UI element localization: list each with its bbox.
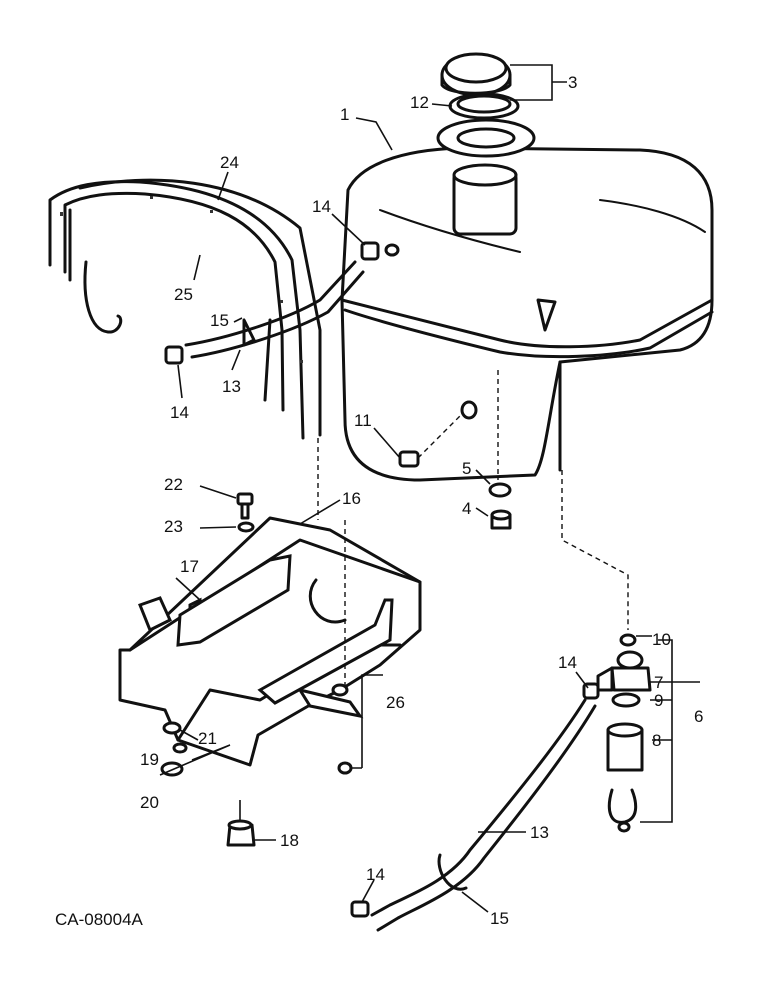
leader-lines bbox=[159, 64, 700, 913]
callout-15: 15 bbox=[490, 909, 509, 928]
bolt-22 bbox=[236, 492, 254, 520]
callout-19: 19 bbox=[140, 750, 159, 769]
clamp-upper-right bbox=[360, 241, 400, 261]
washer-23 bbox=[237, 521, 255, 533]
callout-13: 13 bbox=[222, 377, 241, 396]
callout-labels: 1 3 12 24 25 14 15 14 13 11 5 4 22 16 23… bbox=[140, 73, 703, 928]
callout-16: 16 bbox=[342, 489, 361, 508]
tank-strap bbox=[48, 178, 322, 440]
callout-9: 9 bbox=[654, 691, 663, 710]
filler-neck bbox=[452, 163, 518, 236]
rubber-pad-17 bbox=[176, 554, 394, 705]
callout-11: 11 bbox=[354, 411, 372, 430]
fuel-tank bbox=[340, 146, 714, 482]
drain-plug bbox=[398, 400, 478, 468]
callout-25: 25 bbox=[174, 285, 193, 304]
clamp-upper-left bbox=[164, 345, 184, 365]
callout-15: 15 bbox=[210, 311, 229, 330]
washer-5 bbox=[488, 482, 512, 498]
callout-5: 5 bbox=[462, 459, 471, 478]
callout-18: 18 bbox=[280, 831, 299, 850]
callout-26: 26 bbox=[386, 693, 405, 712]
callout-22: 22 bbox=[164, 475, 183, 494]
lower-fuel-hose bbox=[370, 698, 597, 932]
callout-20: 20 bbox=[140, 793, 159, 812]
callout-13: 13 bbox=[530, 823, 549, 842]
fitting-4 bbox=[490, 370, 512, 530]
callout-10: 10 bbox=[652, 630, 671, 649]
washer-21 bbox=[172, 742, 188, 754]
callout-17: 17 bbox=[180, 557, 199, 576]
callout-14: 14 bbox=[312, 197, 331, 216]
rubber-mount-18 bbox=[226, 800, 256, 847]
callout-3: 3 bbox=[568, 73, 577, 92]
tank-cap bbox=[440, 52, 512, 97]
callout-12: 12 bbox=[410, 93, 429, 112]
upper-fuel-hose bbox=[184, 260, 365, 359]
drawing-id: CA-08004A bbox=[55, 910, 144, 929]
callout-14: 14 bbox=[170, 403, 189, 422]
callout-21: 21 bbox=[198, 729, 217, 748]
bolt-26 bbox=[317, 438, 353, 775]
callout-8: 8 bbox=[652, 731, 661, 750]
callout-7: 7 bbox=[654, 673, 663, 692]
callout-24: 24 bbox=[220, 153, 239, 172]
clamp-lower bbox=[350, 900, 370, 918]
callout-6: 6 bbox=[694, 707, 703, 726]
cap-gasket bbox=[436, 92, 536, 158]
callout-23: 23 bbox=[164, 517, 183, 536]
callout-1: 1 bbox=[340, 105, 349, 124]
callout-4: 4 bbox=[462, 499, 471, 518]
callout-14: 14 bbox=[558, 653, 577, 672]
callout-14: 14 bbox=[366, 865, 385, 884]
washer-19 bbox=[162, 721, 182, 735]
fuel-filter-assembly bbox=[561, 470, 652, 833]
